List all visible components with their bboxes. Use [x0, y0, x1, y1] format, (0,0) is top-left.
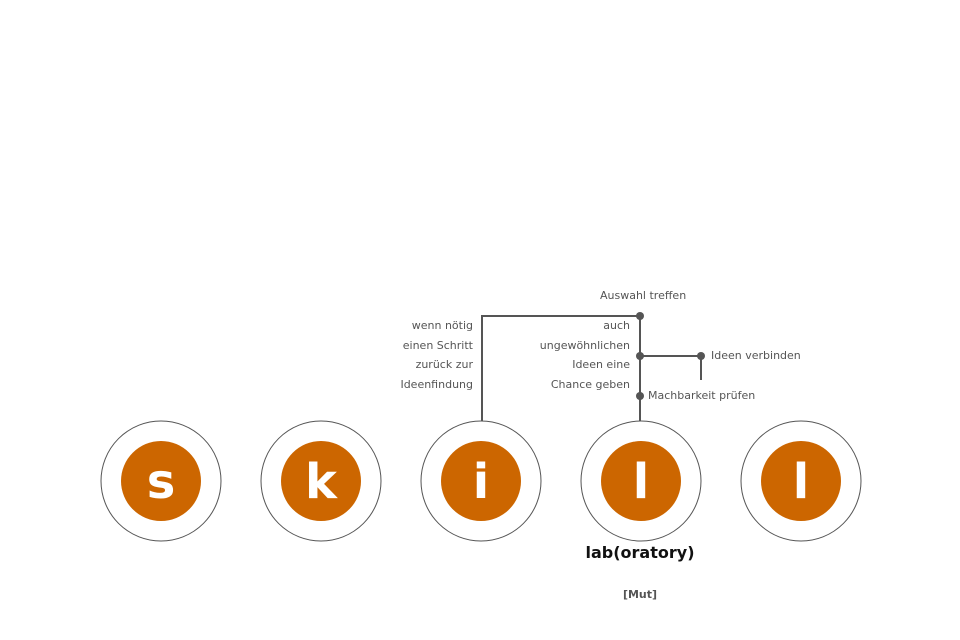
label-ideen-verbinden: Ideen verbinden — [711, 349, 801, 362]
label-block-back-to-ideation: wenn nötig einen Schritt zurück zur Idee… — [380, 316, 473, 394]
label-line: auch — [603, 319, 630, 332]
label-line: zurück zur — [415, 358, 473, 371]
junction-dot-ideen — [636, 352, 644, 360]
node-letter: i — [473, 454, 489, 510]
junction-dots — [636, 312, 705, 400]
footnote-mut: [Mut] — [622, 588, 658, 601]
junction-dot-verbinden — [697, 352, 705, 360]
junction-dot-auswahl — [636, 312, 644, 320]
letter-node-3[interactable]: i — [420, 420, 542, 542]
label-line: Ideenfindung — [400, 377, 473, 391]
label-auswahl-treffen: Auswahl treffen — [600, 289, 687, 302]
letter-node-2[interactable]: k — [260, 420, 382, 542]
node-letter: s — [147, 454, 176, 510]
node-accent-disc — [281, 441, 361, 521]
junction-dot-machbarkeit — [636, 392, 644, 400]
label-line: ungewöhnlichen — [539, 338, 630, 352]
label-line: Chance geben — [550, 377, 630, 391]
label-line: wenn nötig — [411, 319, 473, 332]
node-letter: l — [633, 454, 649, 510]
connector-line-branch — [640, 355, 702, 380]
caption-laboratory: lab(oratory) — [585, 543, 695, 562]
node-accent-disc — [761, 441, 841, 521]
node-accent-disc — [121, 441, 201, 521]
node-letter: l — [793, 454, 809, 510]
letter-node-4[interactable]: l — [580, 420, 702, 542]
label-machbarkeit-pruefen: Machbarkeit prüfen — [648, 389, 756, 402]
label-line: Ideen eine — [572, 358, 630, 371]
node-accent-disc — [441, 441, 521, 521]
label-block-unusual-ideas: auch ungewöhnlichen Ideen eine Chance ge… — [520, 316, 630, 394]
node-letter: k — [305, 454, 338, 510]
node-accent-disc — [601, 441, 681, 521]
label-line: einen Schritt — [402, 338, 473, 352]
letter-node-1[interactable]: s — [100, 420, 222, 542]
connector-line-back — [481, 315, 640, 421]
letter-node-5[interactable]: l — [740, 420, 862, 542]
